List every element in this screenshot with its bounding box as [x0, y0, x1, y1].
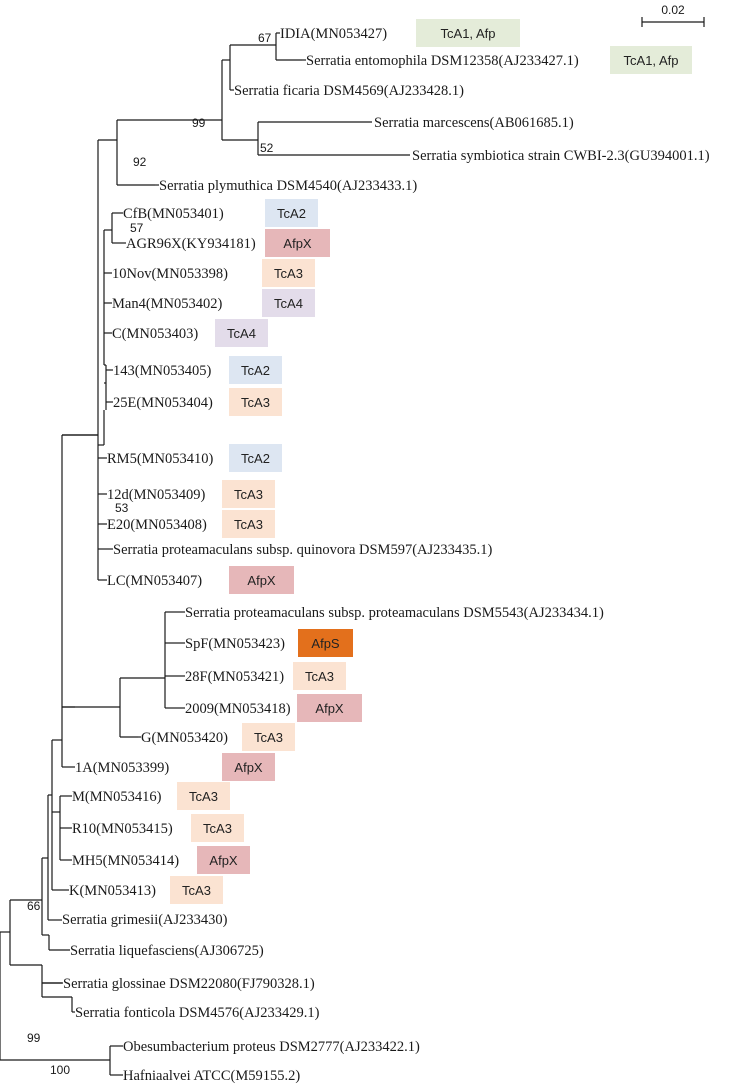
gene-tag-box [262, 259, 315, 287]
leaf-label: MH5(MN053414) [72, 853, 179, 869]
leaf-label: AGR96X(KY934181) [126, 236, 256, 252]
gene-tag-box [293, 662, 346, 690]
leaf-label: Hafniaalvei ATCC(M59155.2) [123, 1068, 300, 1084]
gene-tag-box [229, 444, 282, 472]
bootstrap-value: 52 [260, 141, 274, 155]
leaf-labels: IDIA(MN053427) Serratia entomophila DSM12… [62, 26, 710, 1084]
leaf-label: Serratia marcescens(AB061685.1) [374, 115, 574, 131]
gene-tag-box [262, 289, 315, 317]
gene-tag-label: TcA3 [234, 517, 263, 532]
bootstrap-value: 66 [27, 899, 41, 913]
gene-tag-box [191, 814, 244, 842]
gene-tag-label: TcA4 [227, 326, 256, 341]
gene-tag-box [177, 782, 230, 810]
leaf-label: SpF(MN053423) [185, 636, 285, 652]
leaf-label: 143(MN053405) [113, 363, 211, 379]
leaf-label: RM5(MN053410) [107, 451, 214, 467]
leaf-label: C(MN053403) [112, 326, 198, 342]
leaf-label: G(MN053420) [141, 730, 228, 746]
gene-tag-box [297, 694, 362, 722]
bootstrap-value: 57 [130, 221, 144, 235]
gene-tag-box [265, 199, 318, 227]
leaf-label: 1A(MN053399) [75, 760, 169, 776]
bootstrap-value: 99 [27, 1031, 41, 1045]
tree-branches [0, 32, 410, 1076]
bootstrap-value: 92 [133, 155, 147, 169]
leaf-label: 25E(MN053404) [113, 395, 213, 411]
gene-tag-label: AfpX [283, 236, 312, 251]
leaf-label: K(MN053413) [69, 883, 156, 899]
leaf-label: Serratia ficaria DSM4569(AJ233428.1) [234, 83, 464, 99]
gene-tag-label: AfpX [209, 853, 238, 868]
scale-bar-label: 0.02 [661, 3, 685, 17]
leaf-label: Serratia glossinae DSM22080(FJ790328.1) [63, 976, 315, 992]
leaf-label: 2009(MN053418) [185, 701, 291, 717]
gene-tag-box [242, 723, 295, 751]
leaf-label: Obesumbacterium proteus DSM2777(AJ233422… [123, 1039, 420, 1055]
gene-tag-label: TcA3 [182, 883, 211, 898]
leaf-label: Serratia entomophila DSM12358(AJ233427.1… [306, 53, 579, 69]
gene-tag-label: TcA1, Afp [624, 53, 679, 68]
gene-tag-label: TcA3 [305, 669, 334, 684]
gene-tag-label: TcA3 [234, 487, 263, 502]
leaf-label: M(MN053416) [72, 789, 162, 805]
gene-tag-box [197, 846, 250, 874]
leaf-label: Man4(MN053402) [112, 296, 223, 312]
bootstrap-value: 53 [115, 501, 129, 515]
gene-tag-label: TcA3 [274, 266, 303, 281]
gene-tag-label: AfpX [234, 760, 263, 775]
gene-tag-box [215, 319, 268, 347]
leaf-label: E20(MN053408) [107, 517, 207, 533]
gene-tag-box [170, 876, 223, 904]
gene-tag-box [222, 480, 275, 508]
leaf-label: IDIA(MN053427) [280, 26, 387, 42]
leaf-label: Serratia proteamaculans subsp. quinovora… [113, 542, 493, 558]
leaf-label: 12d(MN053409) [107, 487, 205, 503]
leaf-label: Serratia grimesii(AJ233430) [62, 912, 228, 928]
leaf-label: R10(MN053415) [72, 821, 173, 837]
gene-tag-box [229, 356, 282, 384]
gene-tag-box [222, 510, 275, 538]
leaf-label: 10Nov(MN053398) [112, 266, 228, 282]
leaf-label: LC(MN053407) [107, 573, 202, 589]
gene-tag-label: TcA3 [254, 730, 283, 745]
gene-tag-label: AfpX [247, 573, 276, 588]
gene-tag-label: AfpX [315, 701, 344, 716]
gene-tag-label: TcA2 [241, 451, 270, 466]
gene-tag-box [229, 388, 282, 416]
bootstrap-values: 67 99 52 92 57 53 66 99 100 [27, 31, 274, 1077]
leaf-label: Serratia plymuthica DSM4540(AJ233433.1) [159, 178, 417, 194]
bootstrap-value: 100 [50, 1063, 70, 1077]
gene-tag-label: TcA2 [277, 206, 306, 221]
gene-tag-label: TcA3 [241, 395, 270, 410]
leaf-label: CfB(MN053401) [123, 206, 224, 222]
gene-tag-label: TcA3 [189, 789, 218, 804]
scale-bar: 0.02 [641, 3, 705, 27]
gene-tag-label: TcA3 [203, 821, 232, 836]
gene-tag-label: TcA4 [274, 296, 303, 311]
gene-tag-label: AfpS [311, 636, 340, 651]
leaf-label: Serratia fonticola DSM4576(AJ233429.1) [75, 1005, 320, 1021]
leaf-label: Serratia symbiotica strain CWBI-2.3(GU39… [412, 148, 710, 164]
bootstrap-value: 67 [258, 31, 272, 45]
leaf-label: Serratia proteamaculans subsp. proteamac… [185, 605, 604, 621]
gene-tag-box [229, 566, 294, 594]
gene-tag-box [610, 46, 692, 74]
gene-tag-label: TcA2 [241, 363, 270, 378]
gene-tag-box [298, 629, 353, 657]
gene-tag-box [265, 229, 330, 257]
gene-tag-box [222, 753, 275, 781]
gene-tag-label: TcA1, Afp [441, 26, 496, 41]
leaf-label: Serratia liquefasciens(AJ306725) [70, 943, 264, 959]
bootstrap-value: 99 [192, 116, 206, 130]
leaf-label: 28F(MN053421) [185, 669, 284, 685]
gene-tag-box [416, 19, 520, 47]
